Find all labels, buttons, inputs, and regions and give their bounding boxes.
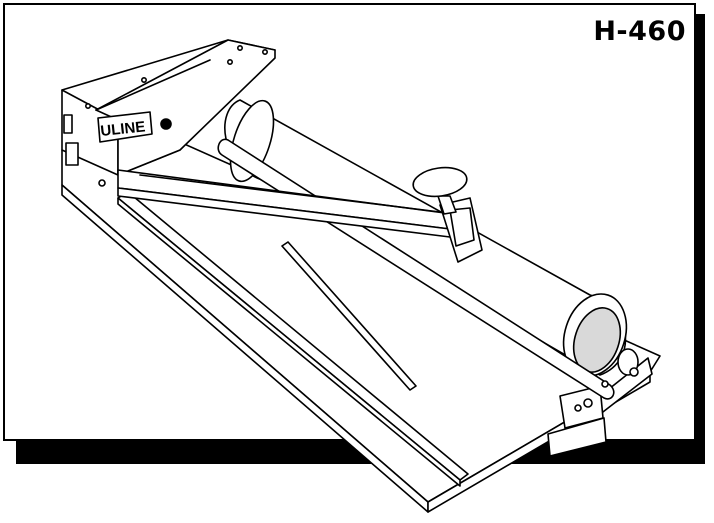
brand-badge [97, 111, 153, 143]
outlet-icon [65, 142, 79, 166]
screw-8 [574, 404, 582, 412]
handle-knob [412, 166, 468, 198]
power-switch-icon [63, 114, 73, 134]
handle-stem [437, 195, 457, 215]
screw-6 [98, 179, 106, 187]
brand-text: ULINE [100, 118, 147, 140]
screw-2 [141, 77, 148, 84]
screw-4 [237, 44, 244, 51]
screw-5 [261, 48, 268, 55]
screw-7 [583, 398, 593, 408]
screw-9 [629, 367, 639, 377]
screw-1 [85, 103, 92, 110]
bracket-lower-plate [547, 417, 607, 457]
cutter-groove [281, 241, 417, 391]
model-label: H-460 [593, 16, 686, 47]
screw-10 [601, 380, 609, 388]
front-rail-lip [117, 197, 461, 487]
screw-3 [227, 58, 234, 65]
indicator-light [160, 118, 172, 130]
